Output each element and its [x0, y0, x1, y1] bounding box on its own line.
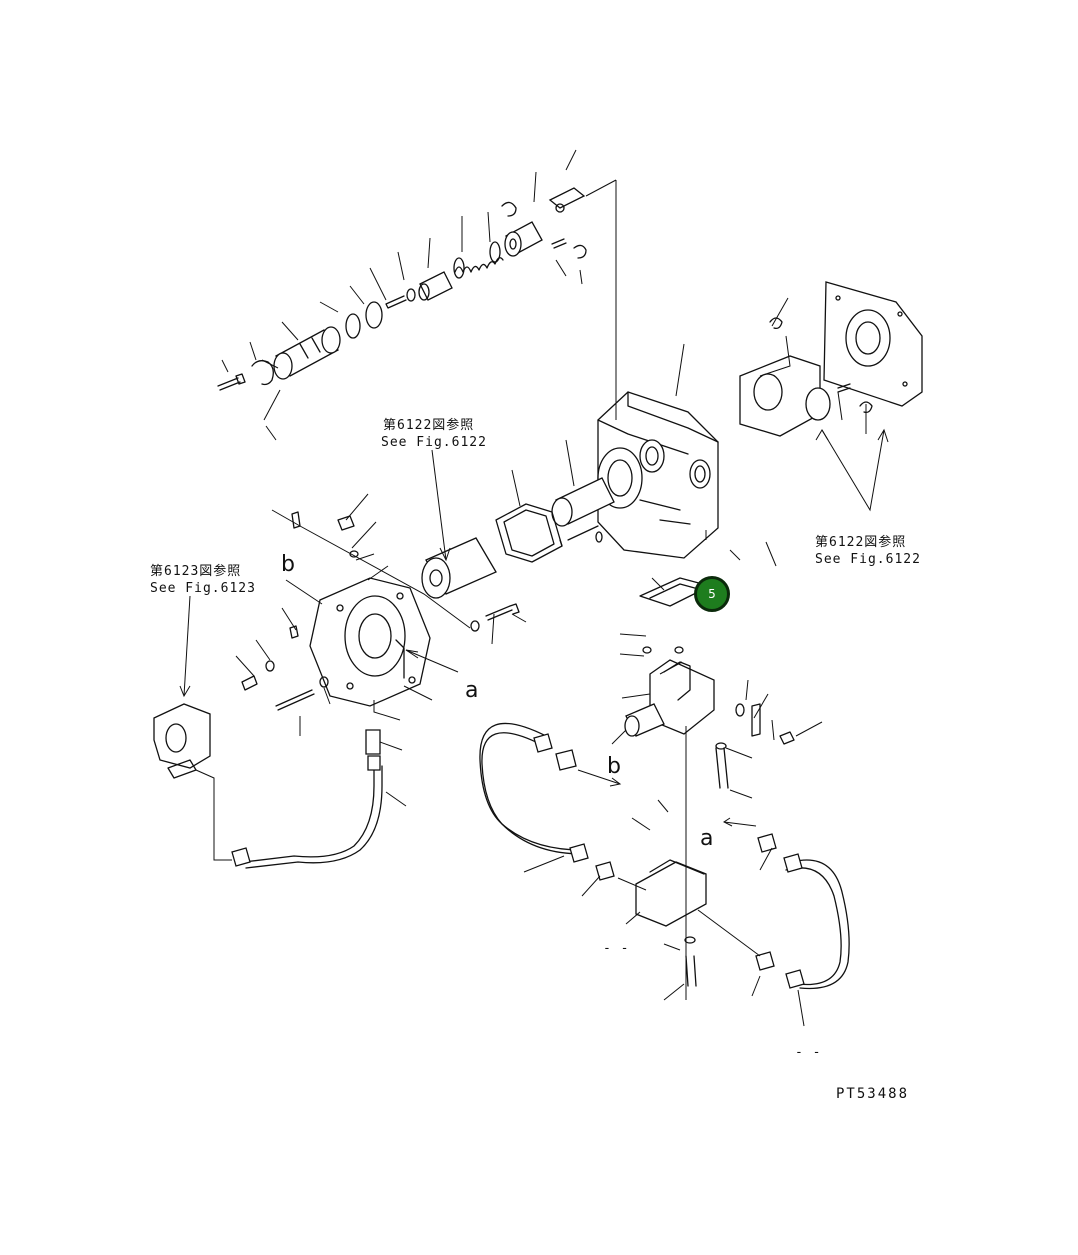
pump-case — [495, 391, 719, 563]
connection-label-b-right: b — [607, 754, 621, 779]
part-callout-5[interactable]: 5 — [694, 576, 730, 612]
connection-label-a-right: a — [700, 826, 714, 851]
reference-jp-6122-right: 第6122図参照 — [815, 535, 907, 550]
auxiliary-pump — [153, 703, 211, 779]
valve-blocks — [624, 577, 795, 987]
reference-en-6123: See Fig.6123 — [150, 581, 256, 596]
hoses — [231, 722, 850, 990]
spool-assembly — [217, 187, 587, 391]
end-cover — [739, 281, 923, 437]
blank-mark-right: - - — [795, 1045, 822, 1060]
drawing-code: PT53488 — [836, 1086, 910, 1102]
reference-en-6122-center: See Fig.6122 — [381, 435, 487, 450]
reference-jp-6122-center: 第6122図参照 — [383, 418, 475, 433]
connection-label-a-left: a — [465, 678, 479, 703]
reference-jp-6123: 第6123図参照 — [150, 564, 242, 579]
leader-lines — [179, 149, 889, 1027]
connection-label-b-left: b — [281, 552, 295, 577]
blank-mark-left: - - — [603, 941, 630, 956]
reference-en-6122-right: See Fig.6122 — [815, 552, 921, 567]
flange-plate — [241, 511, 520, 711]
